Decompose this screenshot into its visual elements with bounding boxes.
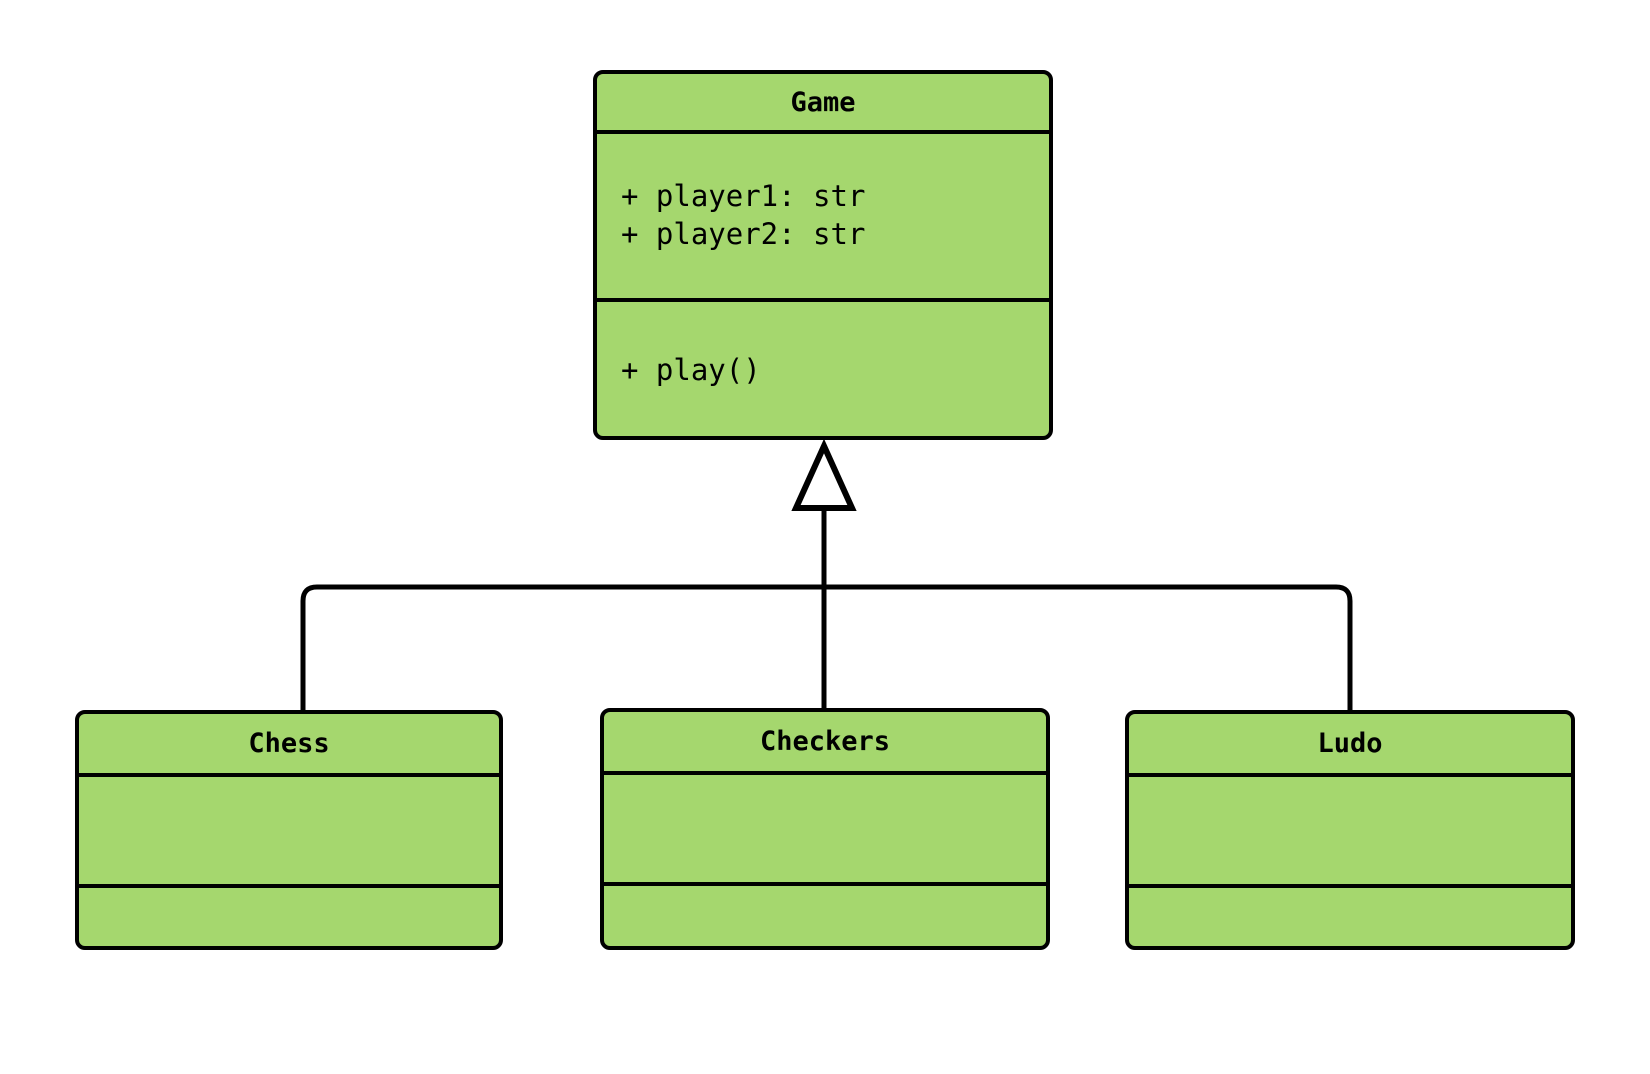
class-box-game[interactable]: Game + player1: str + player2: str + pla…: [593, 70, 1053, 440]
edge-bus-horizontal: [300, 584, 1353, 710]
class-divider: [1129, 884, 1571, 888]
class-divider: [1129, 773, 1571, 777]
class-divider: [604, 882, 1046, 886]
attribute-item: + player2: str: [621, 217, 866, 251]
class-box-chess[interactable]: Chess: [75, 710, 503, 950]
inheritance-triangle-icon: [791, 438, 857, 511]
attribute-item: + player1: str: [621, 179, 866, 214]
class-attributes-chess: [79, 777, 499, 884]
method-item: + play(): [621, 353, 761, 388]
class-title-checkers: Checkers: [759, 726, 891, 757]
class-methods-ludo: [1129, 888, 1571, 946]
class-divider: [604, 771, 1046, 775]
class-attributes-game: + player1: str + player2: str: [597, 134, 1049, 298]
class-divider: [79, 884, 499, 888]
class-attributes-checkers: [604, 775, 1046, 882]
class-box-ludo[interactable]: Ludo: [1125, 710, 1575, 950]
class-methods-game: + play(): [597, 302, 1049, 436]
class-divider: [79, 773, 499, 777]
class-title-ludo: Ludo: [1317, 728, 1383, 759]
class-divider: [597, 298, 1049, 302]
class-title-chess: Chess: [248, 728, 330, 759]
class-methods-checkers: [604, 886, 1046, 946]
class-title-game: Game: [790, 86, 856, 118]
class-methods-chess: [79, 888, 499, 946]
class-box-checkers[interactable]: Checkers: [600, 708, 1050, 950]
class-attributes-ludo: [1129, 777, 1571, 884]
class-divider: [597, 130, 1049, 134]
